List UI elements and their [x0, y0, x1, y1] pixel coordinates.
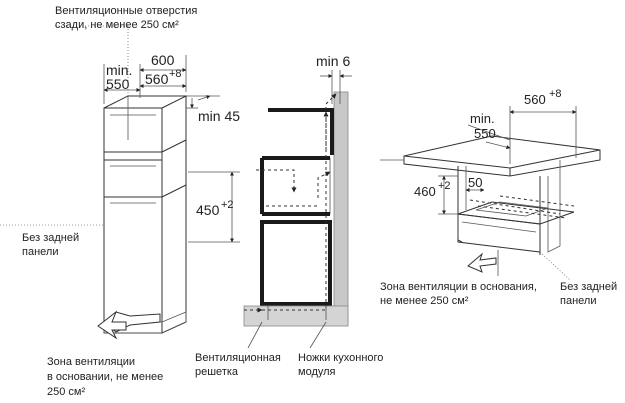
dim-right-inner-value: 560	[524, 92, 546, 107]
left-vent-arrow	[97, 310, 161, 340]
caption-cabinet-feet: Ножки кухонного модуля	[298, 352, 383, 378]
dim-left-height-tol: +2	[221, 199, 234, 211]
dim-left-min-value: 550	[106, 76, 130, 92]
caption-no-back-left-line1: Без задней	[22, 232, 79, 244]
dim-left-inner-tol: +8	[169, 68, 182, 80]
tall-cabinet-view	[103, 95, 187, 334]
caption-top-vent: Вентиляционные отверстия сзади, не менее…	[55, 5, 197, 31]
caption-base-vent-right-line2: не менее 250 см²	[380, 295, 469, 307]
caption-base-vent-right-line1: Зона вентиляции в основания,	[380, 281, 537, 293]
caption-base-vent-left-line2: в основании, не менее	[47, 371, 163, 383]
dim-right-min-value: 550	[474, 126, 496, 141]
dim-left-gap-value: min 45	[198, 108, 240, 124]
under-counter-view	[380, 106, 601, 281]
dim-mid-gap-value: min 6	[316, 53, 350, 69]
left-dimensions	[0, 25, 240, 243]
caption-base-vent-left: Зона вентиляции в основании, не менее 25…	[47, 356, 163, 398]
dim-right-offset-value: 50	[468, 175, 482, 190]
caption-no-back-right: Без задней панели	[560, 281, 617, 307]
caption-base-vent-right: Зона вентиляции в основания, не менее 25…	[380, 281, 537, 307]
caption-no-back-left: Без задней панели	[22, 232, 79, 258]
dim-right-min-label: min.	[470, 111, 495, 126]
caption-no-back-left-line2: панели	[22, 246, 58, 258]
dim-left-inner-value: 560	[145, 71, 169, 87]
caption-vent-grille-line1: Вентиляционная	[195, 352, 281, 364]
caption-base-vent-left-line3: 250 см²	[47, 386, 85, 398]
dim-right-height-tol: +2	[438, 180, 451, 192]
caption-no-back-right-line2: панели	[560, 295, 596, 307]
dim-right-height-value: 460	[414, 184, 436, 199]
caption-base-vent-left-line1: Зона вентиляции	[47, 356, 135, 368]
caption-vent-grille-line2: решетка	[195, 366, 239, 378]
caption-cabinet-feet-line2: модуля	[298, 366, 336, 378]
caption-top-vent-line2: сзади, не менее 250 см²	[55, 19, 179, 31]
caption-vent-grille: Вентиляционная решетка	[195, 352, 281, 378]
dim-left-min-label: min.	[106, 62, 132, 78]
caption-no-back-right-line1: Без задней	[560, 281, 617, 293]
dim-right-inner-tol: +8	[549, 88, 562, 100]
caption-top-vent-line1: Вентиляционные отверстия	[55, 5, 197, 17]
dim-left-height-value: 450	[196, 202, 220, 218]
dim-left-top-value: 600	[151, 52, 175, 68]
caption-cabinet-feet-line1: Ножки кухонного	[298, 352, 383, 364]
cross-section-view	[243, 70, 352, 349]
